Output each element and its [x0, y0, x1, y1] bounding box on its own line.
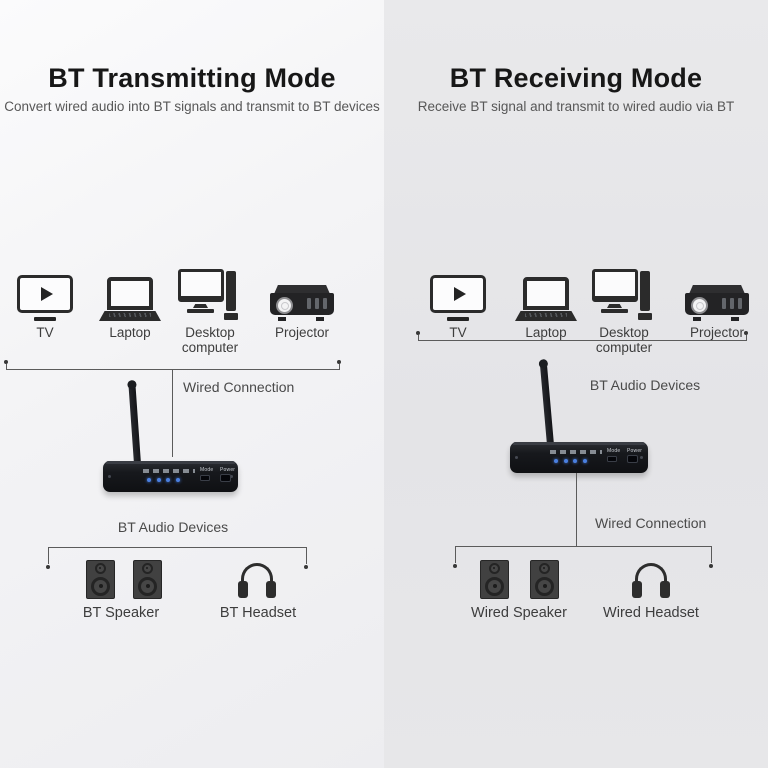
led-indicators — [147, 478, 180, 482]
source-label-laptop: Laptop — [525, 325, 567, 340]
port-labels — [550, 450, 602, 454]
speaker-icon — [480, 560, 509, 599]
output-label-speaker: Wired Speaker — [471, 605, 567, 621]
source-projector: Projector — [260, 271, 344, 341]
source-projector: Projector — [675, 271, 759, 341]
bracket-end-dot — [744, 331, 748, 335]
desktop-computer-icon — [592, 269, 656, 321]
bracket-end-dot — [709, 564, 713, 568]
source-tv: TV — [421, 271, 495, 341]
wired-connector-line — [576, 473, 577, 546]
bracket-end-dot — [304, 565, 308, 569]
lens-icon — [691, 297, 708, 314]
page-title: BT Receiving Mode — [449, 63, 703, 93]
mode-button — [200, 475, 210, 481]
mode-button-label: Mode — [607, 448, 621, 454]
laptop-icon — [99, 277, 161, 321]
headset-icon — [632, 563, 670, 598]
antenna-icon — [539, 363, 554, 446]
sources-bracket-line — [418, 340, 747, 341]
source-label-desktop: Desktop computer — [595, 325, 653, 355]
output-label-headset: Wired Headset — [603, 605, 699, 621]
tv-icon — [17, 275, 73, 321]
speaker-icon — [86, 560, 115, 599]
port-labels — [143, 469, 195, 473]
power-button-label: Power — [220, 467, 236, 473]
led-indicators — [554, 459, 587, 463]
output-bracket-line — [48, 547, 307, 548]
output-label-speaker: BT Speaker — [82, 605, 160, 621]
source-label-desktop: Desktop computer — [181, 325, 239, 355]
source-desktop: Desktop computer — [170, 269, 250, 355]
page-title: BT Transmitting Mode — [48, 63, 336, 93]
wired-connection-label: Wired Connection — [595, 515, 707, 531]
wired-connection-label: Wired Connection — [183, 379, 295, 395]
headset-icon — [238, 563, 276, 598]
projector-icon — [269, 281, 335, 321]
mode-button — [607, 456, 617, 462]
source-label-laptop: Laptop — [109, 325, 151, 340]
tv-icon — [430, 275, 486, 321]
output-bracket-line — [455, 546, 712, 547]
bracket-end-dot — [416, 331, 420, 335]
desktop-computer-icon — [178, 269, 242, 321]
wired-connector-line — [172, 369, 173, 457]
page-subtitle: Receive BT signal and transmit to wired … — [417, 99, 735, 114]
laptop-icon — [515, 277, 577, 321]
screw-icon — [640, 456, 643, 459]
bt-adapter-device-icon: Mode Power — [510, 363, 648, 473]
source-label-tv: TV — [36, 325, 54, 340]
screw-icon — [515, 456, 518, 459]
play-icon — [454, 287, 466, 301]
source-label-projector: Projector — [274, 325, 330, 340]
source-laptop: Laptop — [509, 271, 583, 341]
play-icon — [41, 287, 53, 301]
source-desktop: Desktop computer — [584, 269, 664, 355]
lens-icon — [276, 297, 293, 314]
output-label-headset: BT Headset — [219, 605, 297, 621]
bracket-end-dot — [453, 564, 457, 568]
projector-icon — [684, 281, 750, 321]
bracket-end-dot — [337, 360, 341, 364]
bracket-end-dot — [4, 360, 8, 364]
bt-audio-devices-label: BT Audio Devices — [117, 519, 229, 535]
source-laptop: Laptop — [93, 271, 167, 341]
panel-bt-receiving: BT Receiving Mode Receive BT signal and … — [384, 0, 768, 768]
wired-bracket-line — [6, 369, 340, 370]
mode-button-label: Mode — [200, 467, 214, 473]
power-button — [220, 474, 231, 482]
source-tv: TV — [8, 271, 82, 341]
speaker-icon — [530, 560, 559, 599]
screw-icon — [230, 475, 233, 478]
screw-icon — [108, 475, 111, 478]
source-label-tv: TV — [449, 325, 467, 340]
panel-bt-transmitting: BT Transmitting Mode Convert wired audio… — [0, 0, 384, 768]
power-button-label: Power — [627, 448, 643, 454]
power-button — [627, 455, 638, 463]
source-label-projector: Projector — [689, 325, 745, 340]
page-subtitle: Convert wired audio into BT signals and … — [4, 99, 380, 114]
bracket-end-dot — [46, 565, 50, 569]
bt-audio-devices-label: BT Audio Devices — [589, 377, 701, 393]
bt-adapter-device-icon: Mode Power — [103, 383, 238, 492]
speaker-icon — [133, 560, 162, 599]
antenna-icon — [128, 383, 141, 465]
